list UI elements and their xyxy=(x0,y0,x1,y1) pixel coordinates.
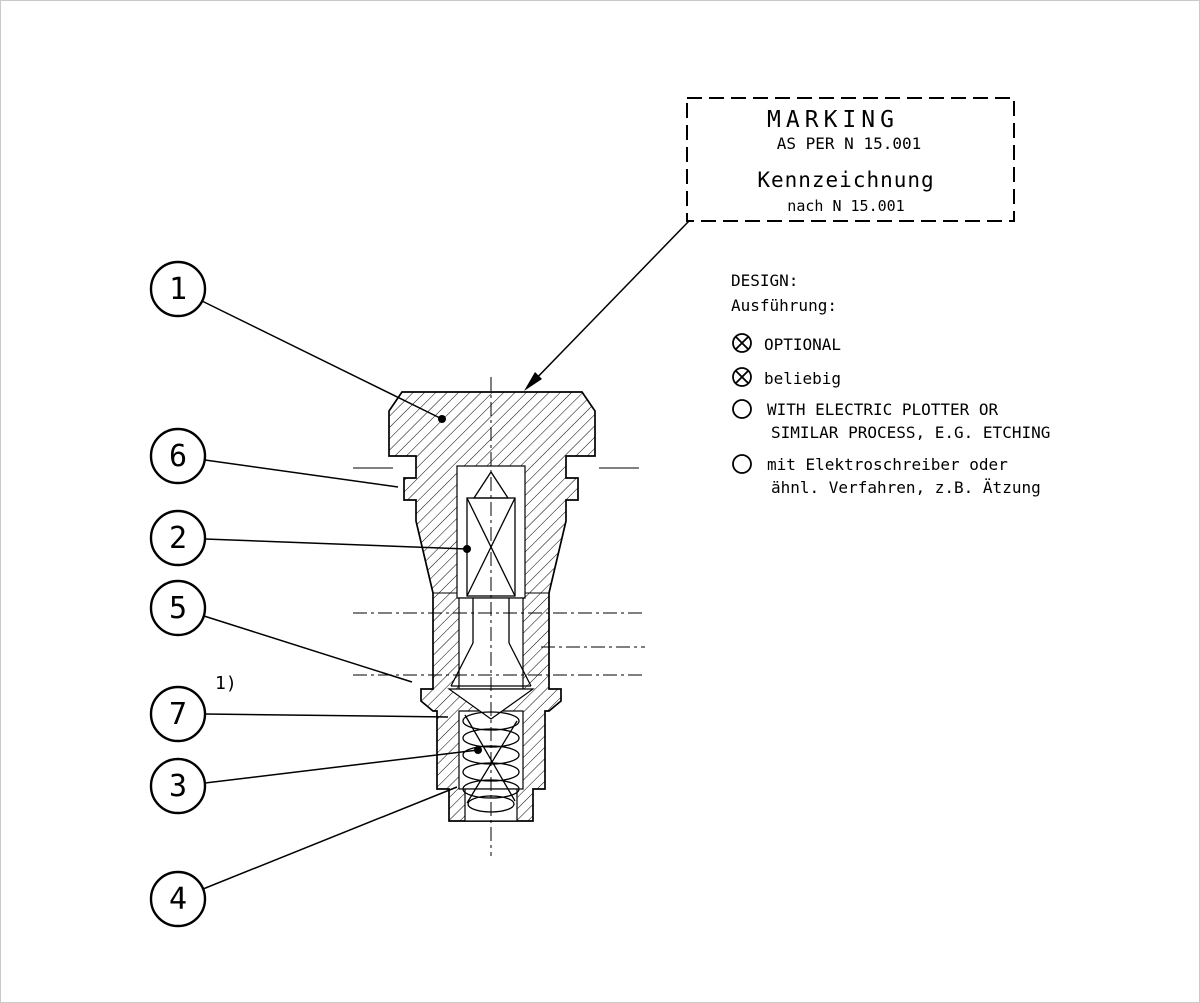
balloon-5-label: 5 xyxy=(169,591,187,626)
design-label-en: DESIGN: xyxy=(731,271,798,290)
balloon-2-label: 2 xyxy=(169,521,187,556)
arrowhead-icon xyxy=(524,372,542,391)
leader-line-3 xyxy=(204,749,479,784)
valve-cross-section xyxy=(353,377,645,856)
leader-dot xyxy=(474,746,482,754)
marking-box xyxy=(686,97,1015,222)
design-option1-label: OPTIONAL xyxy=(764,335,841,354)
balloon-7: 7 xyxy=(149,685,449,743)
balloon-1: 1 xyxy=(149,260,446,423)
marking-subtitle-en: AS PER N 15.001 xyxy=(777,134,922,153)
marking-title-en: MARKING xyxy=(767,107,899,133)
balloon-callouts: 1 6 2 5 7 3 xyxy=(149,260,482,928)
leader-line-2 xyxy=(204,538,468,550)
circle-cross-icon xyxy=(732,367,752,387)
leader-line-1 xyxy=(201,300,443,420)
footnote-marker: 1) xyxy=(215,673,237,694)
design-option3-line2: SIMILAR PROCESS, E.G. ETCHING xyxy=(771,423,1050,442)
circle-icon xyxy=(732,454,752,474)
leader-dot xyxy=(438,415,446,423)
marking-subtitle-de: nach N 15.001 xyxy=(787,197,904,215)
design-option3-line1: WITH ELECTRIC PLOTTER OR xyxy=(767,400,999,419)
leader-dot xyxy=(463,545,471,553)
design-notes: DESIGN: Ausführung: OPTIONAL beliebig WI… xyxy=(731,271,1050,497)
marking-title-de: Kennzeichnung xyxy=(757,168,934,192)
leader-line-5 xyxy=(203,615,413,683)
leader-line-4 xyxy=(202,786,458,890)
marking-arrow xyxy=(524,220,690,391)
design-option2-label: beliebig xyxy=(764,369,841,388)
balloon-2: 2 xyxy=(149,509,471,567)
balloon-6: 6 xyxy=(149,427,399,488)
circle-cross-icon xyxy=(732,333,752,353)
balloon-1-label: 1 xyxy=(169,272,187,307)
balloon-4: 4 xyxy=(149,786,458,928)
balloon-7-label: 7 xyxy=(169,697,187,732)
centerlines xyxy=(353,377,645,856)
balloon-6-label: 6 xyxy=(169,439,187,474)
design-label-de: Ausführung: xyxy=(731,296,837,315)
leader-line-7 xyxy=(204,713,449,718)
balloon-3-label: 3 xyxy=(169,769,187,804)
design-option4-line1: mit Elektroschreiber oder xyxy=(767,455,1008,474)
balloon-3: 3 xyxy=(149,746,482,815)
balloon-5: 5 xyxy=(149,579,413,683)
circle-icon xyxy=(732,399,752,419)
leader-line-6 xyxy=(204,459,399,488)
design-option4-line2: ähnl. Verfahren, z.B. Ätzung xyxy=(771,478,1041,497)
balloon-4-label: 4 xyxy=(169,882,187,917)
marking-callout: MARKING AS PER N 15.001 Kennzeichnung na… xyxy=(524,97,1015,391)
